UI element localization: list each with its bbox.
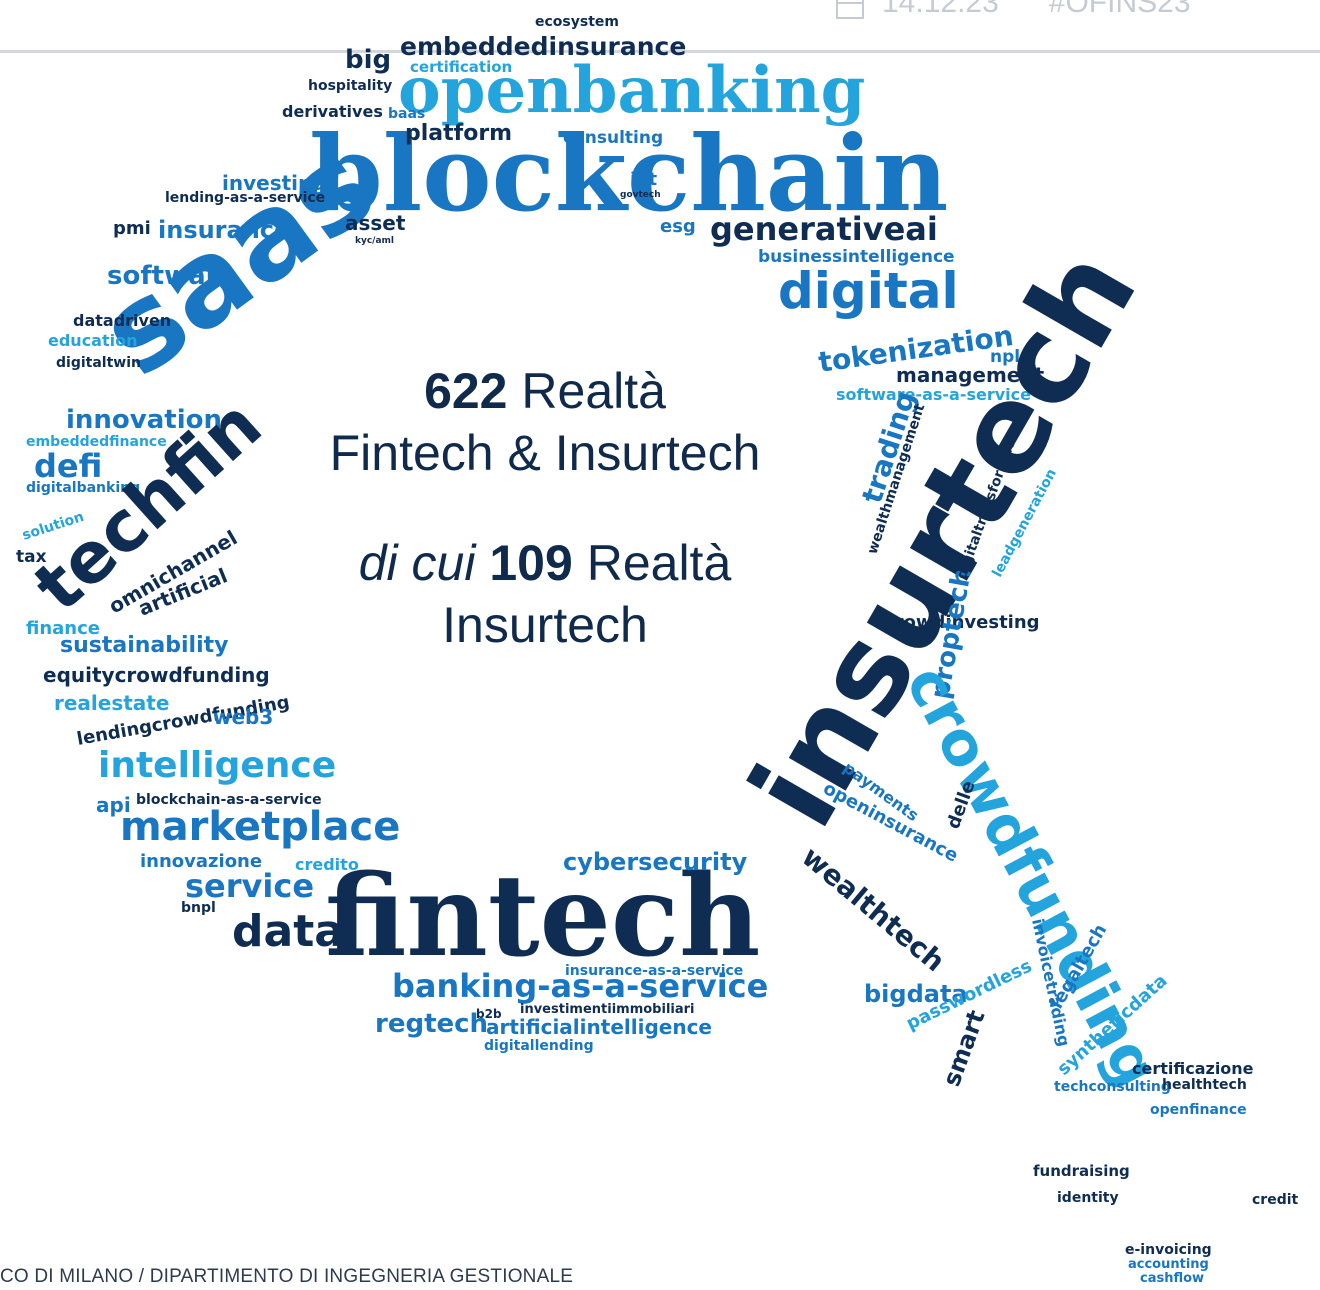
cloud-word: marketplace — [120, 804, 400, 850]
cloud-word: lending-as-a-service — [165, 190, 325, 206]
footer-institution: CO DI MILANO / DIPARTIMENTO DI INGEGNERI… — [0, 1266, 574, 1287]
cloud-word: iot — [630, 169, 658, 190]
stat-prefix: di cui — [358, 535, 476, 591]
cloud-word: generativeai — [710, 210, 938, 248]
insurtech-count: 109 — [489, 535, 573, 591]
cloud-word: intelligence — [98, 745, 336, 786]
cloud-word: embeddedinsurance — [400, 32, 686, 61]
cloud-word: consulting — [563, 128, 663, 148]
cloud-word: education — [48, 331, 138, 350]
cloud-word: tax — [16, 547, 47, 567]
cloud-word: identity — [1057, 1190, 1119, 1206]
cloud-word: govtech — [620, 190, 661, 200]
cloud-word: e-invoicing — [1125, 1242, 1212, 1258]
cloud-word: innovazione — [140, 851, 262, 872]
cloud-word: openbanking — [398, 53, 865, 128]
cloud-word: digitaltwin — [56, 355, 141, 371]
cloud-word: businessintelligence — [758, 247, 955, 267]
cloud-word: realestate — [54, 691, 169, 715]
cloud-word: fintech — [325, 851, 760, 982]
cloud-word: big — [345, 45, 391, 75]
cloud-word: web3 — [213, 705, 273, 729]
cloud-word: artificialintelligence — [486, 1015, 712, 1039]
cloud-word: sustainability — [60, 633, 229, 658]
cloud-word: innovation — [66, 405, 222, 435]
cloud-word: equitycrowdfunding — [43, 663, 270, 687]
stat-line-2: Fintech & Insurtech — [329, 425, 761, 481]
cloud-word: bnpl — [181, 900, 216, 916]
cloud-word: embeddedfinance — [26, 434, 167, 450]
cloud-word: digitalbanking — [26, 480, 140, 496]
header-hashtag: #OFINS23 — [1048, 0, 1191, 19]
cloud-word: wealthtech — [796, 840, 952, 978]
cloud-word: investimentiimmobiliari — [520, 1002, 695, 1017]
fintech-insurtech-count: 622 — [424, 363, 508, 419]
cloud-word: b2b — [476, 1007, 502, 1021]
cloud-word: hospitality — [308, 78, 392, 94]
cloud-word: management — [896, 363, 1045, 387]
cloud-word: fundraising — [1033, 1162, 1130, 1180]
header-meta: 14.12.23 #OFINS23 — [836, 0, 1191, 20]
cloud-word: smart — [937, 1006, 990, 1090]
cloud-word: defi — [34, 447, 102, 485]
cloud-word: credito — [295, 855, 359, 874]
cloud-word: techconsulting — [1054, 1079, 1171, 1095]
cloud-word: bigdata — [864, 980, 968, 1008]
cloud-word: blockchain-as-a-service — [136, 792, 322, 808]
cloud-word: insurance-as-a-service — [565, 963, 743, 979]
cloud-word: finance — [26, 618, 100, 639]
stat-line-1: 622 Realtà — [250, 360, 840, 422]
cloud-word: software-as-a-service — [836, 385, 1031, 404]
cloud-word: baas — [388, 106, 425, 122]
stat-word-1: Realtà — [521, 363, 666, 419]
center-statistics: 622 Realtà Fintech & Insurtech di cui 10… — [250, 360, 840, 656]
cloud-word: healthtech — [1162, 1077, 1247, 1093]
stat-line-4: Insurtech — [442, 597, 648, 653]
cloud-word: asset — [345, 211, 406, 235]
cloud-word: investing — [222, 171, 327, 195]
calendar-icon — [836, 0, 864, 19]
cloud-word: cashflow — [1140, 1271, 1204, 1286]
cloud-word: digitallending — [484, 1038, 594, 1054]
cloud-word: regtech — [375, 1009, 488, 1039]
cloud-word: certification — [410, 58, 512, 76]
cloud-word: esg — [660, 216, 696, 237]
cloud-word: blockchain — [310, 112, 948, 235]
cloud-word: accounting — [1128, 1257, 1209, 1272]
cloud-word: service — [185, 867, 314, 905]
cloud-word: data — [232, 906, 344, 957]
cloud-word: digital — [778, 262, 959, 320]
cloud-word: cybersecurity — [563, 848, 748, 876]
cloud-word: openfinance — [1150, 1102, 1247, 1118]
cloud-word: kyc/aml — [355, 236, 394, 246]
cloud-word: crowdinvesting — [884, 612, 1040, 633]
cloud-word: insurance — [158, 216, 290, 244]
cloud-word: ecosystem — [535, 14, 619, 30]
header-date: 14.12.23 — [882, 0, 999, 19]
cloud-word: derivatives — [282, 102, 383, 121]
cloud-word: platform — [405, 121, 512, 146]
cloud-word: datadriven — [73, 311, 171, 330]
cloud-word: certificazione — [1132, 1059, 1254, 1078]
cloud-word: banking-as-a-service — [392, 967, 768, 1005]
cloud-word: credit — [1252, 1192, 1299, 1208]
cloud-word: crowdfunding — [892, 654, 1172, 1098]
cloud-word: software — [107, 261, 236, 291]
cloud-word: npl — [990, 347, 1020, 367]
header-divider — [0, 50, 1320, 53]
cloud-word: api — [96, 793, 131, 817]
stat-line-3: di cui 109 Realtà — [250, 532, 840, 594]
stat-word-2: Realtà — [586, 535, 732, 591]
cloud-word: pmi — [113, 218, 151, 239]
